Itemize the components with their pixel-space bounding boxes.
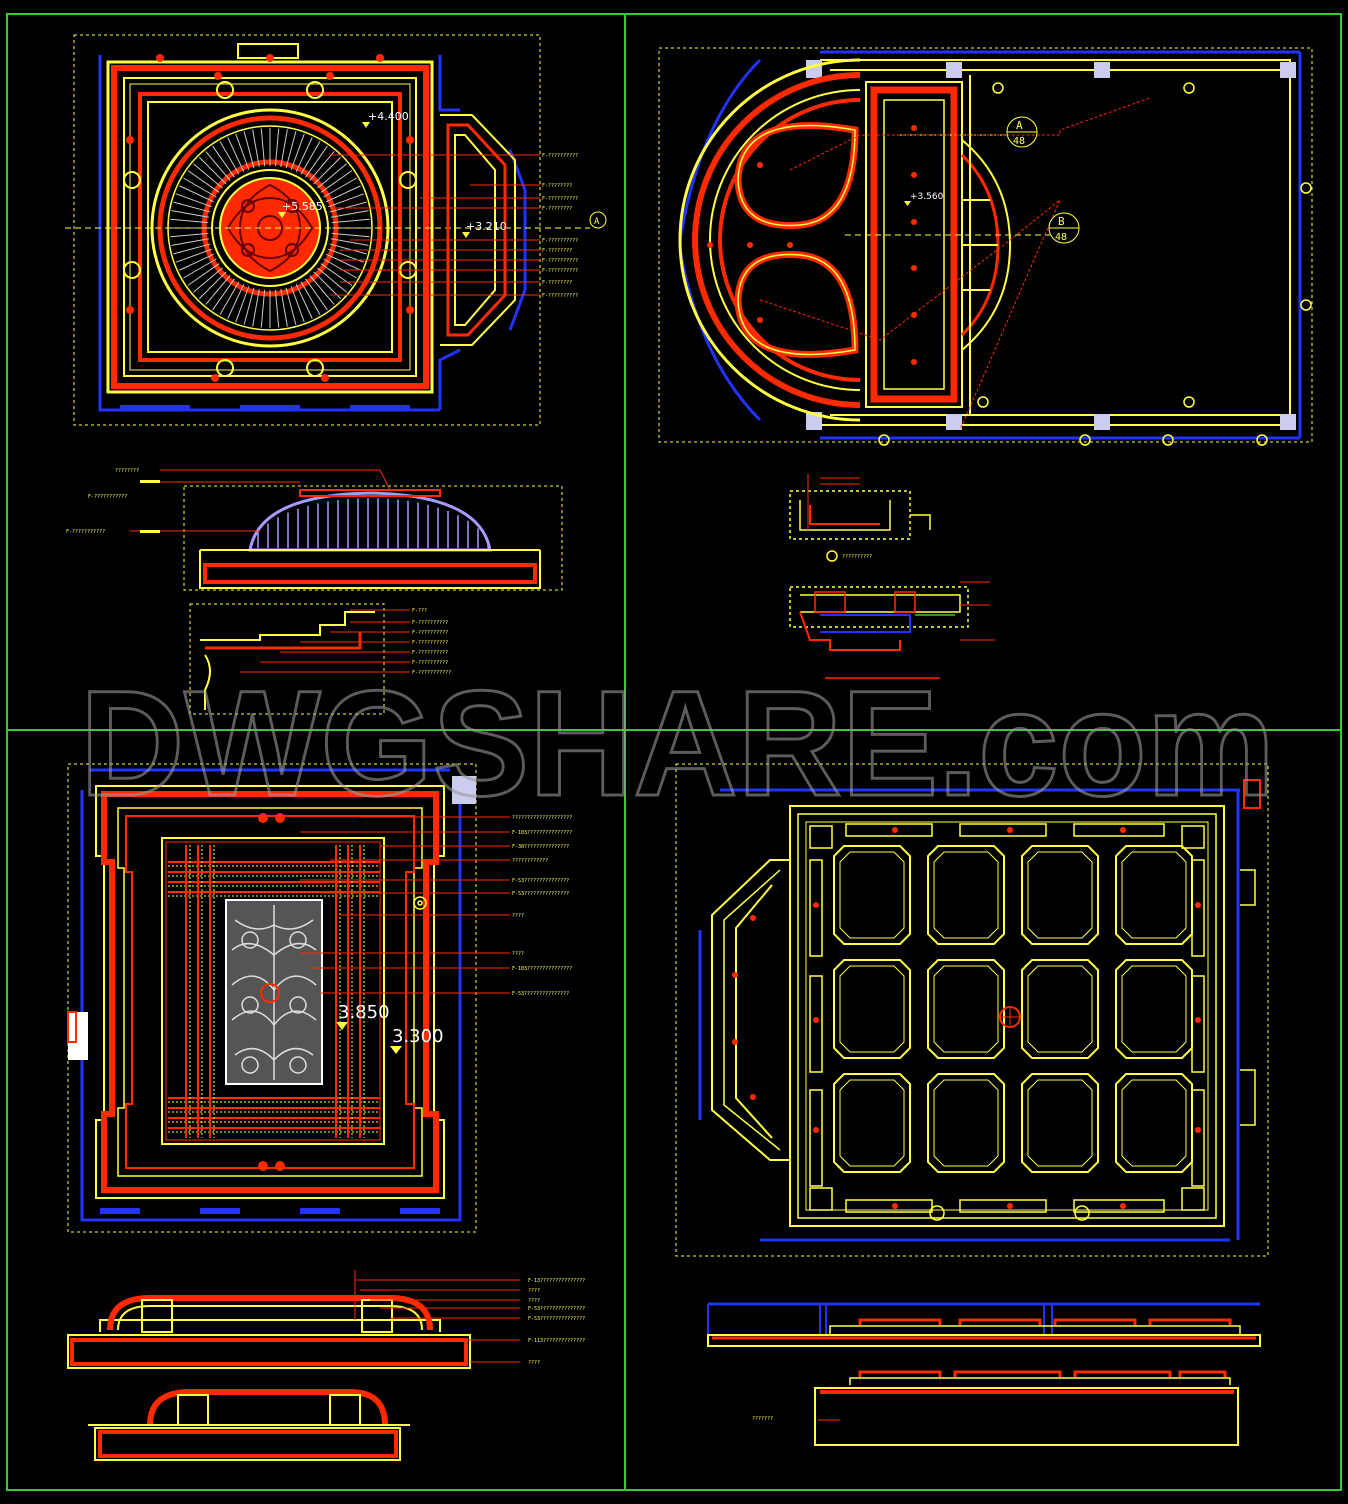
callout-a-letter: A xyxy=(1016,119,1023,132)
leader-label: F-??? xyxy=(412,608,427,614)
panel-bottom-right: ??????? xyxy=(675,763,1269,1446)
section-leader-labels: F-13??????????????????????? F-53?????????… xyxy=(528,1278,585,1366)
callout-a-sheet: 48 xyxy=(1013,136,1025,147)
leader-labels: ???????????????????? F-103???????????????… xyxy=(512,815,572,997)
leader-label: F-???????? xyxy=(542,206,572,212)
leader-label: F-53??????????????? xyxy=(512,891,569,897)
leader-label: F-???????? xyxy=(542,183,572,189)
leader-label: F-?????????? xyxy=(542,153,578,159)
panel-bottom-left: 3.850 3.300 ???????????????????? F-103???… xyxy=(67,763,585,1461)
panel-frames xyxy=(6,13,1342,1491)
lattice-grid xyxy=(168,845,380,1138)
leader-label: ???????? xyxy=(115,468,139,474)
leader-label: F-?????????? xyxy=(412,660,448,666)
callout-b-sheet: 48 xyxy=(1055,232,1067,243)
panel-top-left: A +4.400 +5.585 +3.210 F-??????????F-???… xyxy=(65,34,607,715)
callout-b-letter: B xyxy=(1058,215,1065,228)
leader-label: ???? xyxy=(512,951,524,957)
elevation-label: 3.300 xyxy=(392,1026,444,1047)
leader-label: F-??????????? xyxy=(66,529,105,535)
leader-label: F-?????????? xyxy=(542,268,578,274)
leader-label: F-?????????? xyxy=(412,630,448,636)
leader-label: F-?????????? xyxy=(412,650,448,656)
leader-label: F-???????? xyxy=(542,280,572,286)
leader-label: F-???????? xyxy=(542,248,572,254)
elevation-label: +4.400 xyxy=(368,110,409,123)
leader-label: ???? xyxy=(528,1298,540,1304)
elevation-label: +5.585 xyxy=(282,200,323,213)
detail-leader-labels: F-??? F-?????????? F-?????????? F-?????????… xyxy=(412,608,451,676)
leader-label: F-53??????????????? xyxy=(528,1316,585,1322)
detail-caption: ?????????? xyxy=(842,554,872,560)
leader-label: F-?????????? xyxy=(542,258,578,264)
elevation-label: +3.210 xyxy=(466,220,507,233)
leader-label: F-??????????? xyxy=(88,494,127,500)
leader-label: ???????????? xyxy=(512,858,548,864)
leader-label: F-103??????????????? xyxy=(512,966,572,972)
coffer-grid xyxy=(833,845,1193,1173)
panel-top-right: A 48 B 48 +3.560 xyxy=(658,47,1313,679)
leader-label: F-?????????? xyxy=(412,640,448,646)
leader-label: F-?????????? xyxy=(542,238,578,244)
leader-label: F-103??????????????? xyxy=(512,830,572,836)
leader-label: F-30??????????????? xyxy=(512,844,569,850)
leader-label: F-?????????? xyxy=(542,196,578,202)
leader-label: ???? xyxy=(512,913,524,919)
leader-label: F-?????????? xyxy=(542,293,578,299)
leader-label: F-13??????????????? xyxy=(528,1278,585,1284)
section-marker-a: A xyxy=(594,217,600,227)
leader-label: F-113?????????????? xyxy=(528,1338,585,1344)
dome-elevation-ribs xyxy=(257,498,489,548)
leader-label: F-?????????? xyxy=(412,620,448,626)
leader-label: F-53??????????????? xyxy=(512,991,569,997)
leader-label: ???????????????????? xyxy=(512,815,572,821)
leader-label: ???? xyxy=(528,1288,540,1294)
leader-labels: F-?????????? F-???????? F-?????????? F-????… xyxy=(542,153,578,299)
leader-label: F-53??????????????? xyxy=(512,878,569,884)
elevation-label: 3.850 xyxy=(338,1002,390,1023)
section-caption: ??????? xyxy=(752,1416,773,1422)
leader-label: F-??????????? xyxy=(412,670,451,676)
leader-label: F-53??????????????? xyxy=(528,1306,585,1312)
leader-label: ???? xyxy=(528,1360,540,1366)
elevation-label: +3.560 xyxy=(910,192,944,202)
